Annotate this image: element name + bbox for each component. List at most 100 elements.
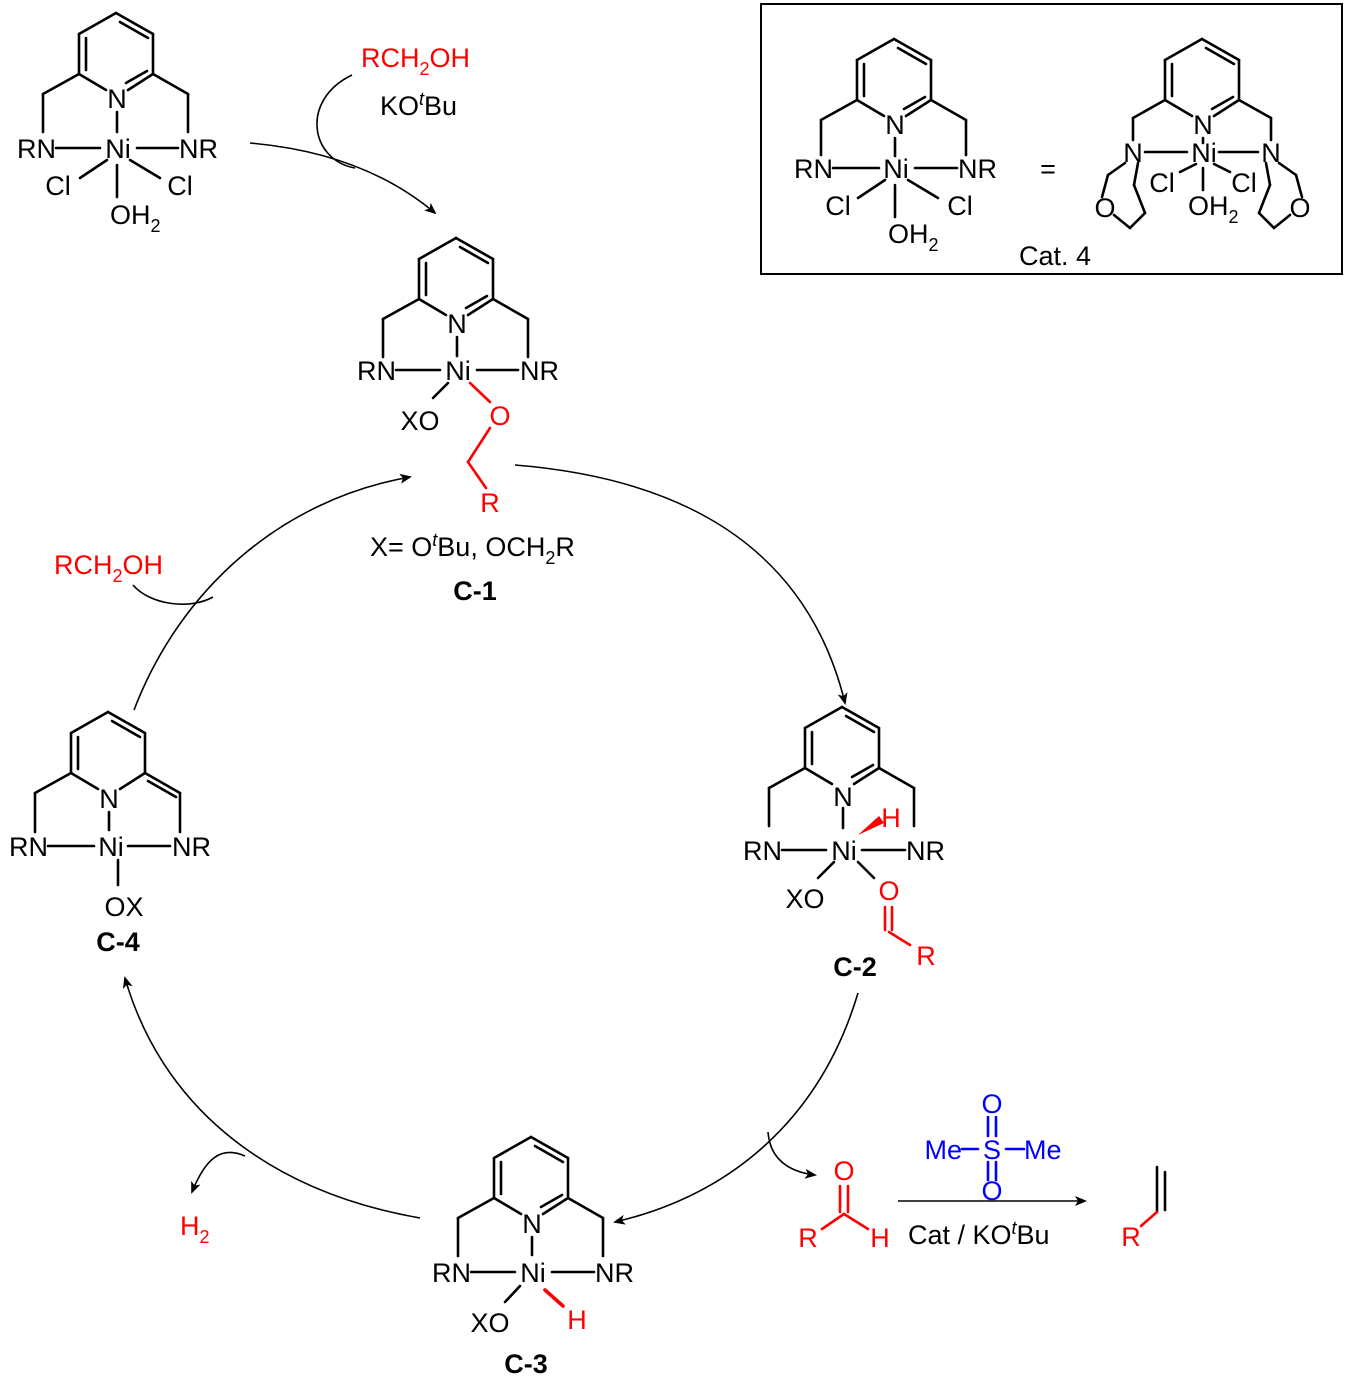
inset-atom-ni: Ni — [883, 154, 909, 184]
complex-c2-labels: N Ni RN NR XO H O R — [743, 782, 945, 971]
c2-atom-ni: Ni — [831, 836, 857, 866]
sulfone-atom-me-left: Me — [924, 1135, 962, 1165]
c4-atom-ox: OX — [104, 892, 143, 922]
product-alkene — [1155, 1165, 1167, 1214]
inset-atom-n: N — [885, 110, 905, 140]
atom-cl-right: Cl — [167, 171, 193, 201]
inset-atom-rn: RN — [794, 154, 833, 184]
atom-rn: RN — [17, 134, 56, 164]
complex-c1 — [381, 236, 530, 400]
complex-c4 — [33, 710, 182, 887]
morph-atom-o-left: O — [1094, 193, 1115, 223]
arrow-alcohol-in — [132, 584, 214, 605]
morph-atom-o-right: O — [1289, 193, 1310, 223]
sulfone-labels: O Me S Me O — [924, 1089, 1061, 1206]
aldehyde-labels: O R H — [798, 1156, 890, 1253]
product-atom-r: R — [1121, 1222, 1141, 1252]
aldehyde-atom-o: O — [833, 1156, 854, 1186]
complex-c2 — [767, 705, 916, 880]
arrow-c2-to-c3 — [613, 992, 859, 1225]
c2-atom-rn: RN — [743, 836, 782, 866]
arrow-h2-out — [191, 1151, 246, 1194]
aldehyde-atom-r: R — [798, 1223, 818, 1253]
aldehyde-structure — [820, 1184, 870, 1231]
complex-c2-red-bonds — [883, 905, 912, 947]
c2-atom-r: R — [916, 941, 936, 971]
inset-generic-complex — [819, 37, 968, 219]
inset-generic-labels: N Ni RN NR Cl Cl OH2 — [794, 110, 997, 255]
c1-atom-o: O — [489, 401, 510, 431]
atom-ni: Ni — [105, 134, 131, 164]
c1-atom-rn: RN — [357, 356, 396, 386]
c4-atom-ni: Ni — [98, 832, 124, 862]
start-complex-labels: N Ni RN NR Cl Cl OH2 — [17, 84, 218, 236]
c1-atom-ni: Ni — [445, 356, 471, 386]
arrow-c3-to-c4 — [122, 976, 421, 1219]
c2-atom-o: O — [878, 876, 899, 906]
atom-cl-left: Cl — [45, 171, 71, 201]
inset-box — [760, 3, 1343, 275]
inset-atom-cl-right: Cl — [947, 191, 973, 221]
complex-c3-labels: N Ni RN NR XO H — [432, 1209, 634, 1338]
sulfone-atom-me-right: Me — [1024, 1135, 1062, 1165]
c1-atom-nr: NR — [520, 356, 559, 386]
morph-atom-n-right: N — [1261, 138, 1281, 168]
morph-atom-cl-right: Cl — [1231, 168, 1257, 198]
reagent-alcohol-left: RCH2OH — [54, 550, 163, 586]
c4-atom-nr: NR — [172, 832, 211, 862]
c3-atom-nr: NR — [595, 1258, 634, 1288]
c4-label: C-4 — [96, 927, 140, 957]
c2-atom-xo: XO — [785, 884, 824, 914]
c3-atom-xo: XO — [470, 1308, 509, 1338]
c1-atom-r: R — [480, 488, 500, 518]
complex-c3 — [456, 1135, 605, 1304]
inset-atom-oh2: OH2 — [888, 219, 939, 255]
atom-oh2: OH2 — [110, 200, 161, 236]
arrow-c1-to-c2 — [514, 464, 848, 705]
c1-x-definition: X= OtBu, OCH2R — [370, 530, 575, 568]
c3-atom-h: H — [567, 1305, 587, 1335]
c2-atom-n: N — [833, 782, 853, 812]
sulfone-atom-o-top: O — [981, 1089, 1002, 1119]
inset-cat-label: Cat. 4 — [1019, 241, 1091, 271]
c3-atom-rn: RN — [432, 1258, 471, 1288]
atom-nr: NR — [179, 134, 218, 164]
atom-n: N — [107, 84, 127, 114]
complex-c4-labels: N Ni RN NR OX — [9, 784, 211, 922]
inset-morpholine-complex — [1100, 37, 1304, 230]
c2-label: C-2 — [833, 952, 877, 982]
morph-atom-ni: Ni — [1191, 138, 1217, 168]
start-complex — [41, 11, 190, 199]
inset-morpholine-labels: N Ni N N Cl Cl OH2 O O — [1094, 110, 1310, 227]
c3-atom-ni: Ni — [520, 1258, 546, 1288]
arrow-reagent-curve-top — [316, 74, 356, 169]
morph-atom-cl-left: Cl — [1149, 168, 1175, 198]
c2-atom-h: H — [881, 803, 901, 833]
h2-release: H2 — [180, 1211, 210, 1247]
c4-atom-n: N — [99, 784, 119, 814]
arrow-aldehyde-out — [767, 1131, 817, 1179]
inset-atom-nr: NR — [958, 154, 997, 184]
sulfone-structure — [960, 1115, 1026, 1182]
c1-atom-xo: XO — [400, 406, 439, 436]
arrow-c4-to-c1 — [133, 473, 412, 711]
c4-atom-rn: RN — [9, 832, 48, 862]
reagent-alcohol-top: RCH2OH — [361, 43, 470, 79]
morph-atom-n-left: N — [1123, 138, 1143, 168]
product-r-bond — [1139, 1210, 1159, 1228]
reagent-base-top: KOtBu — [380, 89, 457, 121]
complex-c1-red-bonds — [466, 381, 492, 490]
c2-atom-nr: NR — [906, 836, 945, 866]
complex-c1-labels: N Ni RN NR XO O R — [357, 309, 559, 518]
c3-atom-n: N — [522, 1209, 542, 1239]
c3-hydride-bond — [543, 1288, 565, 1308]
sulfone-atom-s: S — [983, 1135, 1001, 1165]
aldehyde-atom-h: H — [870, 1223, 890, 1253]
morph-atom-oh2: OH2 — [1188, 191, 1239, 227]
c1-label: C-1 — [453, 576, 497, 606]
arrow-start-to-c1 — [249, 142, 437, 215]
inset-atom-cl-left: Cl — [825, 191, 851, 221]
sulfone-atom-o-bottom: O — [981, 1176, 1002, 1206]
c2-wedge-bond — [858, 816, 884, 835]
